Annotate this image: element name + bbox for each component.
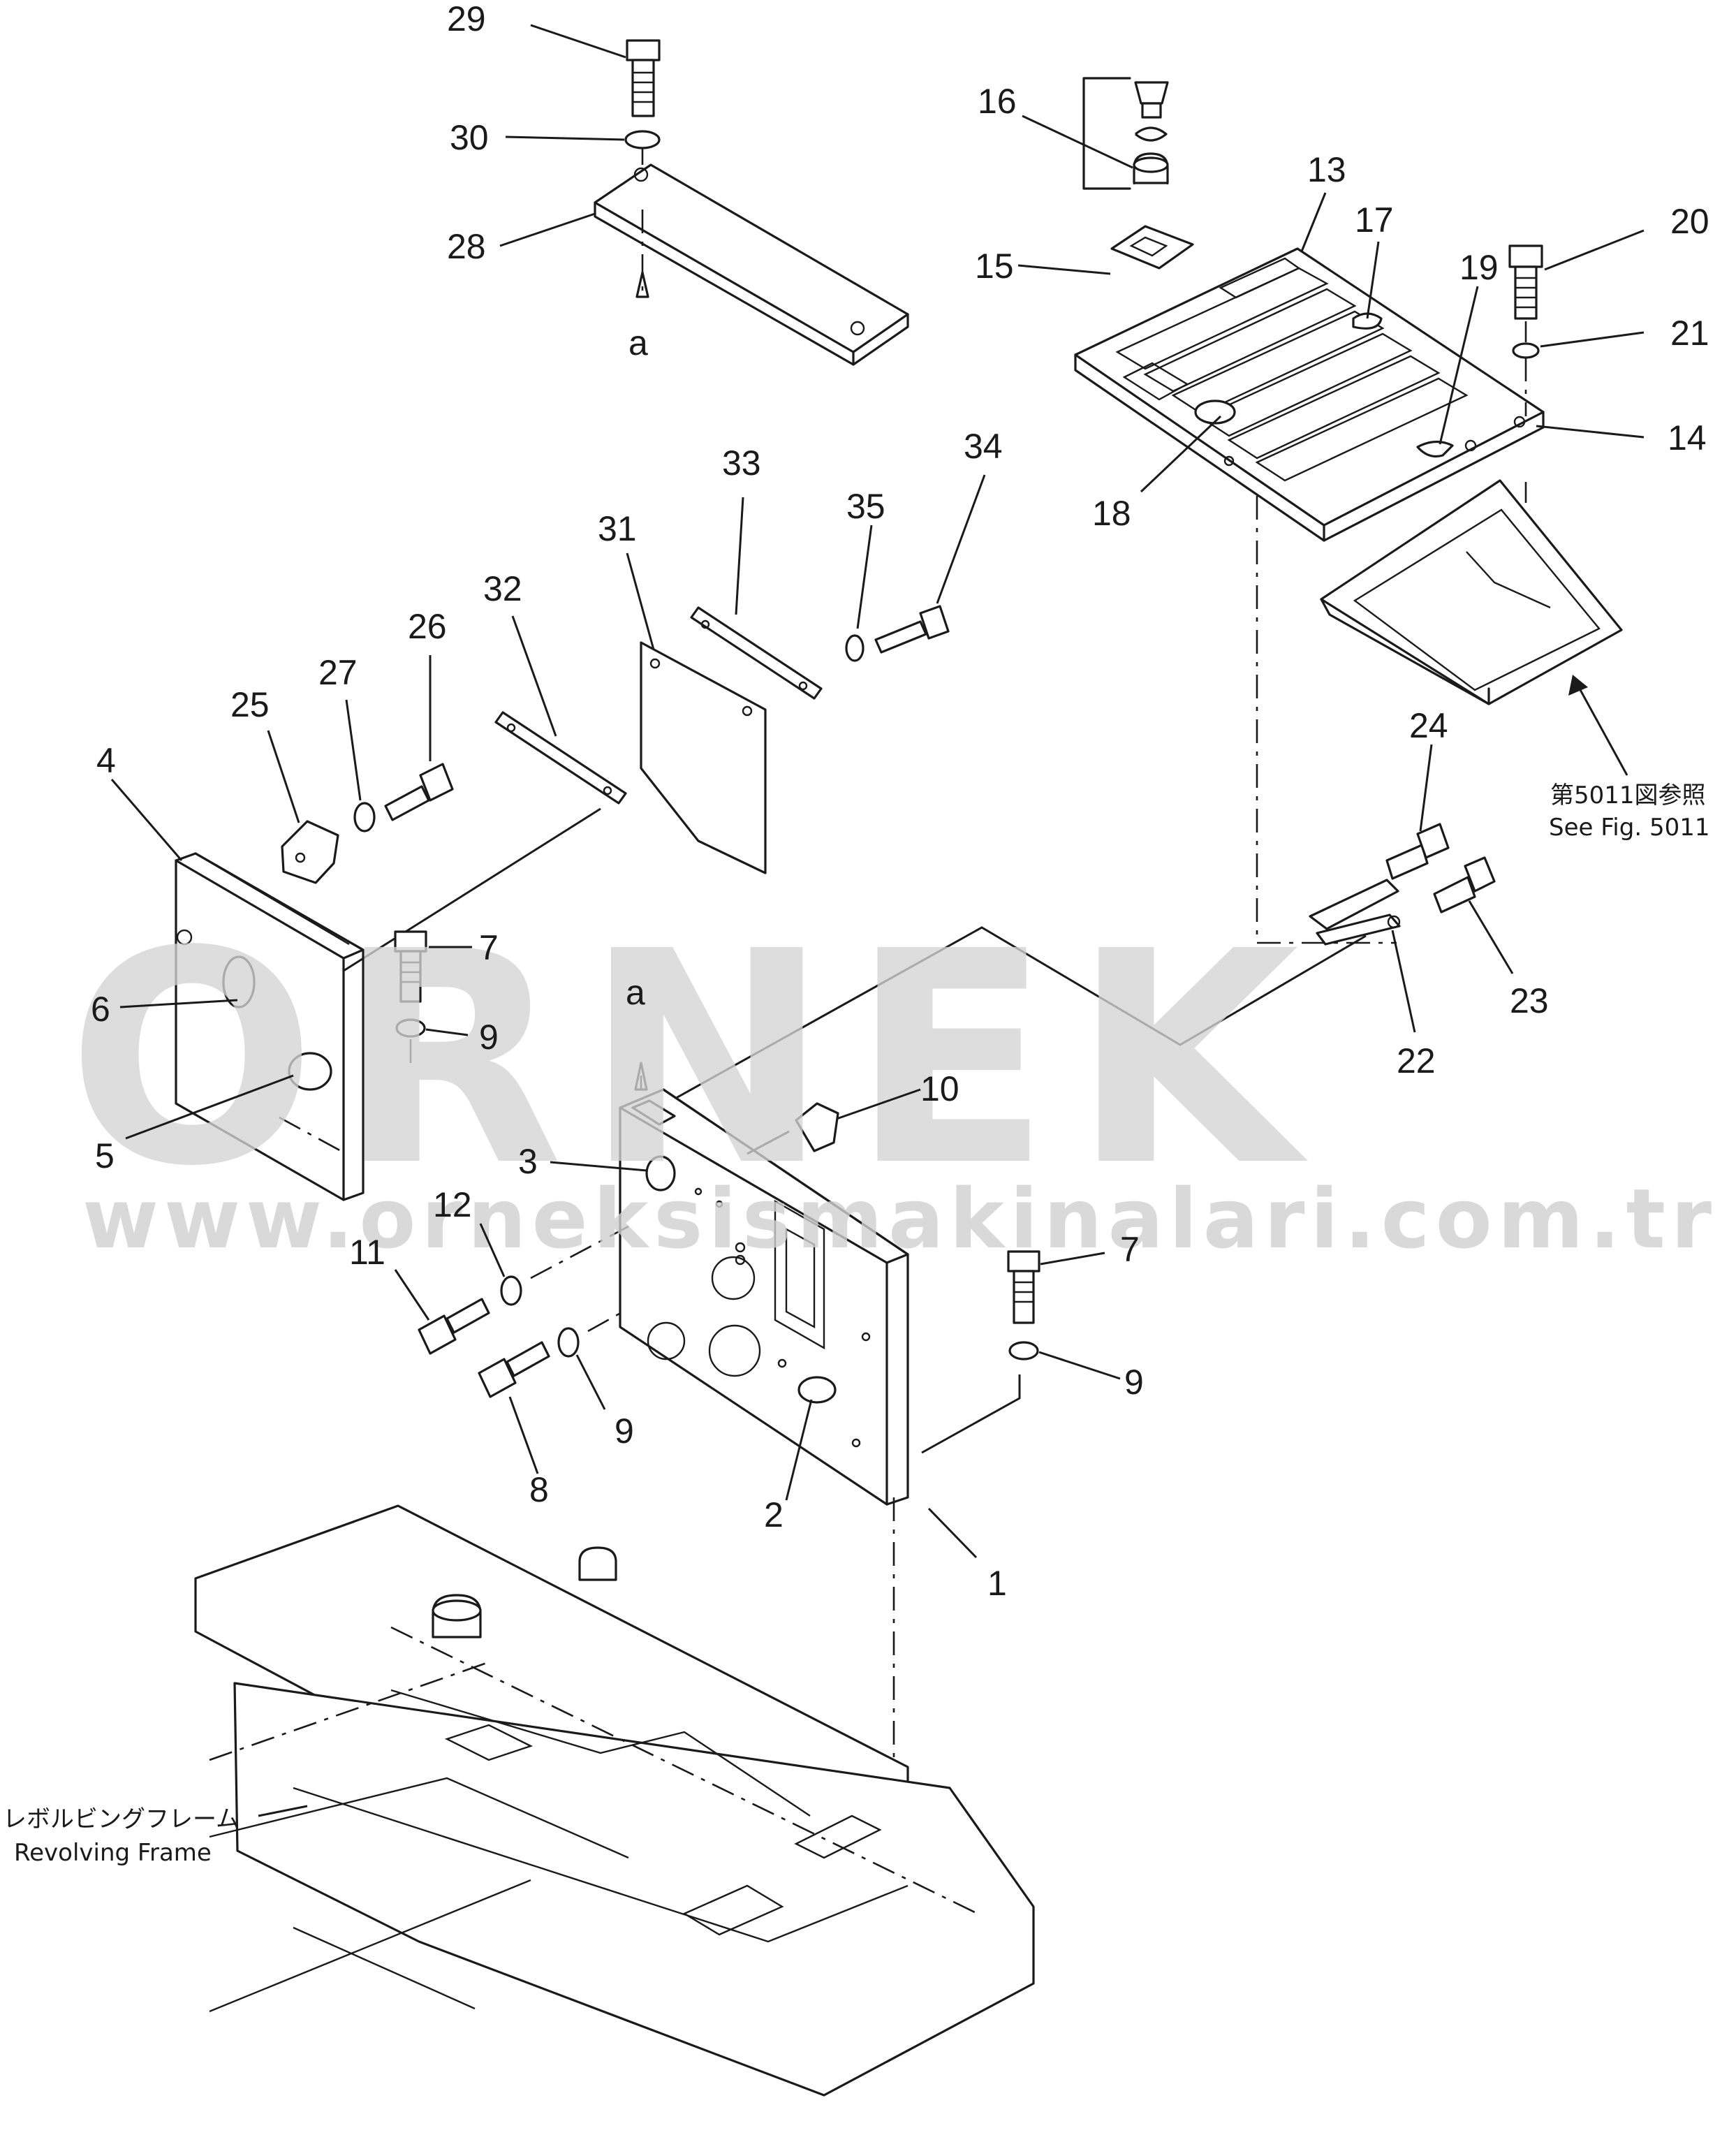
connect-line-4-32	[343, 807, 601, 972]
part-25-bracket	[281, 820, 339, 884]
part-23-bolt	[1433, 856, 1496, 914]
callout-31: 31	[598, 509, 637, 548]
part-9c-washer	[557, 1327, 580, 1358]
callout-10: 10	[920, 1069, 959, 1108]
callout-4: 4	[96, 741, 116, 780]
callout-labels: 29 30 28 16 15 13 17 19 20 21 14 18 33 3…	[91, 0, 1709, 1603]
callout-18: 18	[1092, 494, 1131, 533]
part-30-washer	[624, 130, 661, 149]
callout-29: 29	[447, 0, 486, 38]
part-9b-washer	[1008, 1341, 1039, 1360]
callout-11: 11	[349, 1233, 385, 1272]
revolving-frame	[194, 1504, 1035, 2097]
callout-1: 1	[987, 1564, 1007, 1603]
callout-leaders	[110, 24, 1645, 1559]
part-16-cap	[1082, 77, 1169, 190]
callout-5: 5	[95, 1136, 115, 1175]
callout-24: 24	[1409, 706, 1448, 745]
callout-20: 20	[1670, 202, 1709, 241]
callout-34: 34	[964, 427, 1003, 466]
part-22-hinge	[1309, 879, 1401, 946]
callout-30: 30	[450, 118, 489, 157]
part-24-bolt	[1385, 823, 1450, 880]
see-fig-en-note: See Fig. 5011	[1549, 814, 1709, 842]
part-11-bolt	[418, 1298, 490, 1355]
view-marker-a-top: a	[628, 323, 648, 362]
part-26-bolt	[384, 763, 454, 821]
part-32-strip	[494, 711, 627, 805]
watermark-brand: ORNEK	[67, 889, 1320, 1231]
callout-9c: 9	[615, 1411, 634, 1451]
callout-3: 3	[518, 1142, 538, 1181]
callout-27: 27	[318, 653, 358, 692]
sub-frame-see-fig	[1256, 479, 1623, 944]
part-29-bolt	[626, 39, 661, 117]
view-marker-a-mid: a	[626, 973, 645, 1012]
part-13-floor-plate	[1074, 247, 1545, 542]
part-21-washer	[1512, 342, 1540, 359]
callout-7a: 7	[479, 928, 499, 967]
callout-35: 35	[846, 487, 885, 526]
watermark-url: www.orneksismakinalari.com.tr	[82, 1171, 1717, 1267]
part-15-seal	[1110, 225, 1194, 270]
part-10-bracket	[795, 1102, 839, 1152]
part-35-washer	[845, 634, 865, 662]
callout-26: 26	[408, 607, 447, 646]
part-8-bolt	[478, 1341, 550, 1398]
callout-28: 28	[447, 227, 486, 266]
connect-line-1-10	[746, 1130, 790, 1155]
part-20-bolt	[1508, 244, 1543, 320]
callout-23: 23	[1510, 981, 1549, 1020]
callout-19: 19	[1459, 248, 1499, 287]
see-fig-arrowhead	[1568, 675, 1588, 696]
callout-15: 15	[975, 247, 1014, 286]
callout-33: 33	[722, 443, 761, 483]
callout-25: 25	[230, 685, 270, 724]
part-9a-washer	[395, 1018, 426, 1038]
callout-32: 32	[483, 569, 522, 608]
callout-9b: 9	[1124, 1363, 1144, 1402]
part-12-washer	[500, 1275, 522, 1306]
callout-14: 14	[1668, 418, 1707, 457]
see-fig-jp-note: 第5011図参照	[1550, 782, 1706, 809]
callout-9a: 9	[479, 1018, 499, 1057]
frame-label-leader	[258, 1805, 308, 1817]
see-fig-arrow	[1578, 688, 1628, 776]
frame-label-en: Revolving Frame	[14, 1839, 212, 1867]
part-33-strip	[690, 606, 823, 700]
part-4-side-plate	[175, 852, 365, 1201]
connect-line-1-22	[665, 926, 1367, 1105]
callout-13: 13	[1307, 150, 1346, 189]
part-28-cover-plate	[594, 148, 909, 366]
part-27-washer	[353, 802, 376, 833]
part-34-bolt	[874, 605, 950, 654]
frame-label-jp: レボルビングフレーム	[3, 1805, 240, 1833]
callout-22: 22	[1397, 1041, 1436, 1080]
callout-16: 16	[978, 82, 1017, 121]
callout-17: 17	[1355, 200, 1394, 240]
callout-12: 12	[433, 1185, 472, 1224]
callout-8: 8	[529, 1470, 549, 1509]
part-31-plate	[640, 641, 767, 874]
part-7a-bolt	[394, 930, 427, 1003]
callout-2: 2	[764, 1495, 784, 1534]
connect-line-1-9	[921, 1374, 1021, 1454]
part-7b-bolt	[1007, 1250, 1040, 1324]
callout-7b: 7	[1120, 1230, 1140, 1269]
callout-6: 6	[91, 990, 110, 1029]
callout-21: 21	[1670, 314, 1709, 353]
